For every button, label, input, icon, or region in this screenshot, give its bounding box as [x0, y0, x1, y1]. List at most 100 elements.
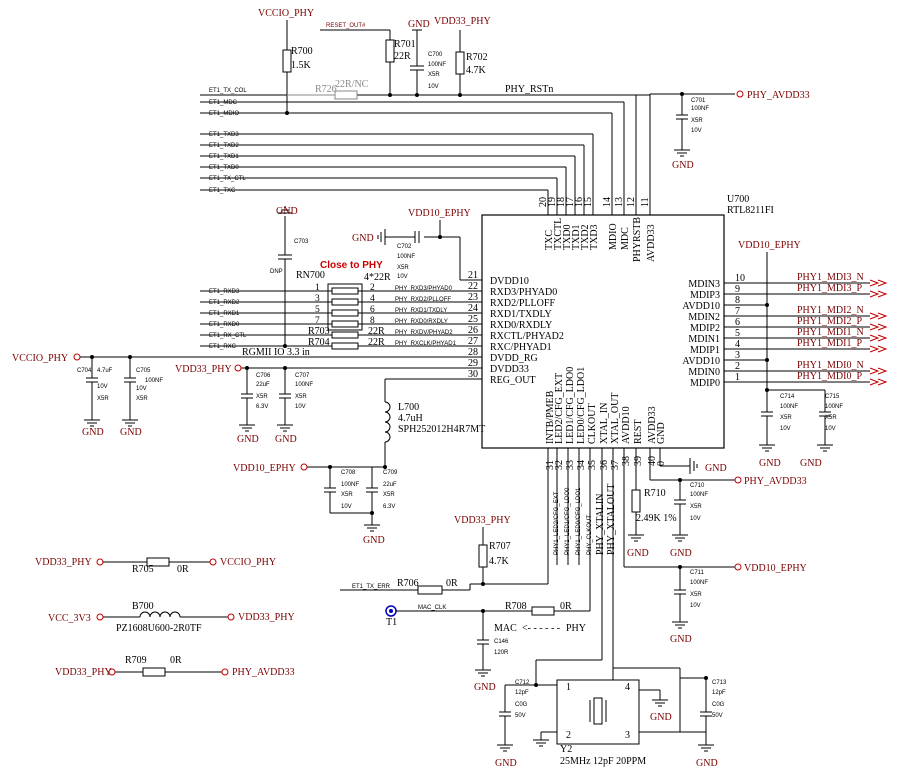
- c706-ref: C706: [256, 373, 271, 379]
- direction-arrow: <- - - - - -: [522, 623, 560, 634]
- r710-rset[interactable]: GND R710 2.49K 1%: [627, 488, 677, 559]
- pin-name-9: MDIP3: [690, 290, 720, 301]
- pin-num-27: 27: [468, 336, 478, 347]
- ic-bottom-pins: 31 32 33 34 35 36 37 38 39 40 0 INTB/PME…: [545, 367, 667, 680]
- pin-num-13: 13: [614, 197, 625, 207]
- net-mac-clk: MAC_CLK: [418, 605, 446, 611]
- c705-v2: 10V: [136, 386, 147, 392]
- pin-name-39: REST: [633, 420, 644, 444]
- net-et1-rxd3: ET1_RXD3: [209, 289, 240, 295]
- mdi-outputs[interactable]: VDD10_EPHY PHY1_MDI3_N PHY1_MDI3_P PHY1_…: [738, 240, 888, 392]
- pin-name-21: DVDD10: [490, 276, 529, 287]
- pin-num-25: 25: [468, 314, 478, 325]
- y2-pin3: 3: [625, 730, 630, 741]
- vccio-decoupling[interactable]: VCCIO_PHY GND GND C704 4.7uF 10V X5R C70…: [12, 353, 163, 438]
- c711-v3: 10V: [690, 603, 701, 609]
- r703-ref: R703: [308, 326, 330, 337]
- rn700[interactable]: 1 3 5 7 2 4 6 8 RN700 4*22R R703 22R R70…: [242, 260, 391, 358]
- avdd10-decoupling[interactable]: GND GND C714 100NF X5R 10V C715 100NF X5…: [759, 390, 843, 469]
- c710-ref: C710: [690, 483, 705, 489]
- vdd10-ephy-label-right: VDD10_EPHY: [738, 240, 801, 251]
- gnd-label-c713: GND: [696, 758, 718, 769]
- c712-v1: 12pF: [515, 690, 529, 696]
- net-mdi1-n: PHY1_MDI1_N: [797, 327, 864, 338]
- mac-clock[interactable]: T1 MAC_CLK R708 0R MAC <- - - - - - PHY …: [385, 565, 591, 693]
- phy-label: PHY: [566, 623, 586, 634]
- net-clkout: PHY_CLKOUT: [587, 515, 593, 555]
- r726-val: 22R/NC: [335, 79, 369, 90]
- testpoint-t1: T1: [386, 617, 397, 628]
- crystal-y2[interactable]: 1 2 3 4 Y2 25MHz 12pF 20PPM GND: [495, 659, 727, 769]
- l700-inductor[interactable]: L700 4.7uH SPH252012H4R7MT: [384, 379, 485, 467]
- net-led1: PHY1_LED1/CFG_LDO0: [565, 487, 571, 555]
- rn-pin-4: 4: [370, 294, 375, 304]
- pin-name-15: TXD3: [589, 224, 600, 250]
- net-et1-tx-err: ET1_TX_ERR: [352, 584, 391, 590]
- c703-v1: DNP: [270, 269, 283, 275]
- r700-pullup[interactable]: VCCIO_PHY R700 1.5K: [258, 8, 314, 115]
- gnd-label-c700: GND: [408, 19, 430, 30]
- net-et1-txc: ET1_TXC: [209, 188, 236, 194]
- pin-num-18: 18: [556, 197, 567, 207]
- gnd-label-c712: GND: [495, 758, 517, 769]
- c705-v3: X5R: [136, 396, 148, 402]
- gnd-label-c709: GND: [363, 535, 385, 546]
- c713-v1: 12pF: [712, 690, 726, 696]
- close-to-phy-note: Close to PHY: [320, 260, 383, 271]
- gnd-label-c714: GND: [759, 458, 781, 469]
- gnd-label-c707: GND: [275, 434, 297, 445]
- vccio-phy-label-left: VCCIO_PHY: [12, 353, 68, 364]
- c711-avdd10[interactable]: VDD10_EPHY GND C711 100NF X5R 10V: [624, 563, 807, 645]
- c702-dvdd10[interactable]: VDD10_EPHY GND C702 100NF X5R 10V: [352, 208, 471, 280]
- gnd-label-c701: GND: [672, 160, 694, 171]
- gnd-label-y2-4: GND: [650, 712, 672, 723]
- r705-jumper[interactable]: VDD33_PHY VCCIO_PHY R705 0R: [35, 557, 276, 575]
- ic-part: RTL8211FI: [727, 205, 774, 216]
- c705-ref: C705: [136, 368, 151, 374]
- pin-name-17: TXD1: [571, 224, 582, 250]
- c701-v2: X5R: [691, 118, 703, 124]
- vdd10-ephy-label-bottom: VDD10_EPHY: [744, 563, 807, 574]
- pin-num-32: 32: [554, 460, 565, 470]
- c701-avdd33[interactable]: PHY_AVDD33 GND C701 100NF X5R 10V: [650, 90, 810, 171]
- r726-nc[interactable]: R726 22R/NC: [287, 79, 369, 100]
- c700-v1: 100NF: [428, 62, 446, 68]
- dvdd33-decoupling[interactable]: VDD33_PHY GND GND C706 22uF X5R 6.3V C70…: [175, 364, 313, 445]
- c707-v1: 100NF: [295, 382, 313, 388]
- net-xtalin: PHY_XTALIN: [595, 494, 606, 555]
- gnd-label-c705: GND: [120, 427, 142, 438]
- r709-jumper[interactable]: VDD33_PHY PHY_AVDD33 R709 0R: [55, 655, 295, 678]
- pin-name-38: AVDD10: [621, 406, 632, 444]
- c710-avdd33[interactable]: PHY_AVDD33 GND C710 100NF X5R 10V: [650, 476, 807, 559]
- ic-u700[interactable]: U700 RTL8211FI: [481, 194, 774, 449]
- pin-name-33: LED1/CFG_LDO0: [565, 367, 576, 444]
- intb-pullup[interactable]: VDD33_PHY R707 4.7K ET1_TX_ERR R706 0R: [340, 515, 548, 595]
- phy-avdd33-label-top: PHY_AVDD33: [747, 90, 810, 101]
- r705-val: 0R: [177, 564, 189, 575]
- net-et1-tx-col: ET1_TX_COL: [209, 88, 247, 94]
- b700-ferrite[interactable]: VCC_3V3 VDD33_PHY B700 PZ1608U600-2R0TF: [48, 601, 295, 634]
- c702-v2: X5R: [397, 265, 409, 271]
- net-phy-rxd3: PHY_RXD3/PHYAD0: [395, 286, 453, 292]
- r702-val: 4.7K: [466, 65, 487, 76]
- pin-name-5: MDIN1: [688, 334, 720, 345]
- c146-ref: C146: [494, 639, 509, 645]
- c701-v1: 100NF: [691, 106, 709, 112]
- vdd10-decoupling[interactable]: VDD10_EPHY GND C708 100NF X5R 10V C709 2…: [233, 463, 398, 546]
- net-et1-txd0: ET1_TXD0: [209, 165, 239, 171]
- c714-v1: 100NF: [780, 404, 798, 410]
- net-et1-rxd1: ET1_RXD1: [209, 311, 240, 317]
- ic-gnd-symbol: GND: [660, 458, 727, 474]
- pin-num-22: 22: [468, 281, 478, 292]
- c710-v3: 10V: [690, 516, 701, 522]
- c715-ref: C715: [825, 394, 840, 400]
- c710-v1: 100NF: [690, 492, 708, 498]
- c707-v2: X5R: [295, 394, 307, 400]
- pin-name-26: RXCTL/PHYAD2: [490, 331, 564, 342]
- c713-ref: C713: [712, 680, 727, 686]
- r705-ref: R705: [132, 564, 154, 575]
- rn-pin-2: 2: [370, 283, 375, 293]
- reset-circuit[interactable]: RESET_OUT# R701 22R GND C700 100NF X5R 1…: [320, 16, 553, 97]
- c715-v2: X5R: [825, 415, 837, 421]
- pin-name-2: MDIN0: [688, 367, 720, 378]
